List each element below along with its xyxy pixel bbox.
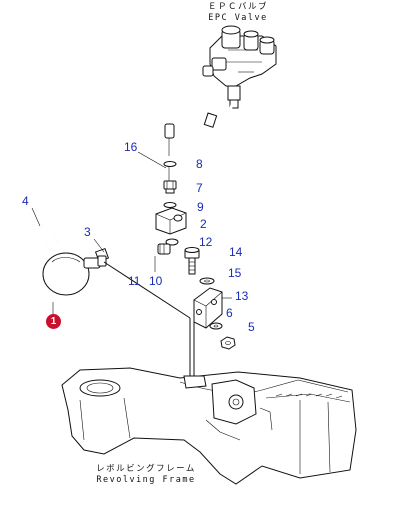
callout-14[interactable]: 14	[229, 245, 243, 259]
callout-12[interactable]: 12	[199, 235, 213, 249]
callout-2[interactable]: 2	[200, 217, 207, 231]
callout-13[interactable]: 13	[235, 289, 249, 303]
callout-3[interactable]: 3	[84, 225, 91, 239]
callout-7[interactable]: 7	[196, 181, 203, 195]
callout-11[interactable]: 11	[128, 274, 141, 288]
epc-valve-caption-jp: ＥＰＣバルブ	[207, 2, 268, 12]
callout-5[interactable]: 5	[248, 320, 255, 334]
callout-15[interactable]: 15	[228, 266, 242, 280]
accumulator-1	[42, 252, 107, 296]
callout-8[interactable]: 8	[196, 157, 203, 171]
revolving-frame-caption-en: Revolving Frame	[96, 475, 196, 485]
bolt-14	[184, 247, 200, 275]
callout-16[interactable]: 16	[124, 140, 138, 154]
washer-6	[209, 322, 223, 330]
bracket-13	[193, 287, 223, 329]
upper-fitting	[164, 123, 175, 182]
revolving-frame	[61, 367, 357, 485]
callout-10[interactable]: 10	[149, 274, 163, 288]
fitting-7	[163, 180, 177, 194]
callout-1[interactable]: 1	[46, 314, 61, 329]
leader-16	[137, 151, 167, 169]
epc-valve-caption-en: EPC Valve	[208, 13, 268, 23]
leader-3	[93, 238, 105, 253]
o-ring-9	[163, 202, 177, 208]
o-ring-8	[163, 161, 177, 167]
u-bolt-4	[40, 223, 59, 251]
nut-5	[220, 336, 236, 350]
clamp-12	[165, 238, 179, 246]
epc-valve	[202, 25, 277, 109]
frame-hatching	[275, 393, 343, 399]
fitting-10	[157, 243, 171, 255]
callout-4[interactable]: 4	[22, 194, 29, 208]
revolving-frame-caption-jp: レボルビングフレーム	[96, 464, 196, 474]
callout-9[interactable]: 9	[197, 200, 204, 214]
valve-block-2	[155, 207, 187, 235]
leader-4	[31, 207, 41, 227]
washer-15	[199, 277, 215, 285]
callout-6[interactable]: 6	[226, 306, 233, 320]
line-11	[103, 261, 195, 378]
